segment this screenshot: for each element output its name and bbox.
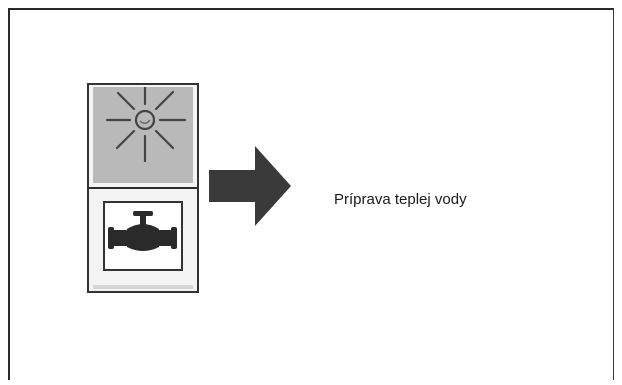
- diagram-frame: [8, 8, 614, 380]
- heating-mode-panel: [87, 83, 199, 293]
- arrow-right-icon: [209, 146, 293, 226]
- panel-divider: [89, 187, 197, 189]
- panel-base: [93, 285, 193, 289]
- water-tap-icon: [108, 211, 177, 251]
- sun-tile: [93, 87, 193, 183]
- caption-label: Príprava teplej vody: [334, 191, 467, 208]
- tap-tile: [103, 201, 183, 271]
- sun-icon: [105, 87, 187, 163]
